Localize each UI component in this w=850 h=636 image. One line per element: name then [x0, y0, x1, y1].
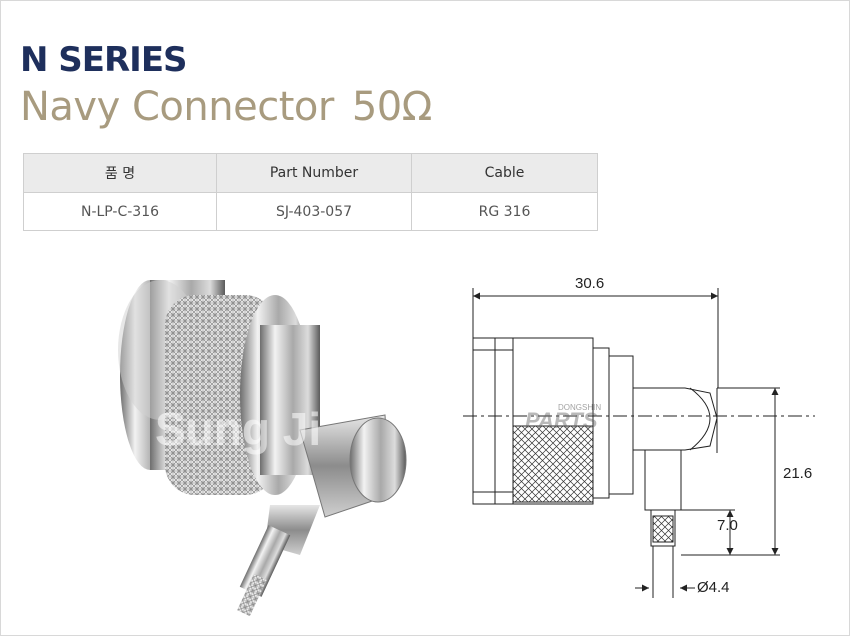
dim-height: 21.6: [783, 465, 812, 482]
connector-body: [118, 280, 407, 617]
knurl-hatch: [512, 425, 594, 503]
col-header-name: 품 명: [23, 153, 217, 193]
impedance-value: 50Ω: [351, 84, 432, 130]
product-title: Navy Connector 50Ω: [20, 84, 432, 130]
stub-hatch: [652, 515, 674, 543]
cell-cable: RG 316: [411, 192, 598, 231]
spec-table: 품 명 Part Number Cable N-LP-C-316 SJ-403-…: [23, 153, 598, 231]
col-header-cable: Cable: [411, 153, 598, 193]
series-heading: N SERIES: [20, 40, 188, 80]
dim-diameter: Ø4.4: [697, 579, 730, 596]
dim-length: 30.6: [575, 275, 604, 292]
dim-stub: 7.0: [717, 517, 738, 534]
connector-photo: Sung Ji: [118, 280, 407, 617]
cell-name: N-LP-C-316: [23, 192, 217, 231]
drawing-watermark: PARTS: [525, 408, 598, 433]
drawing-watermark-sub: DONGSHIN: [558, 403, 601, 412]
table-row: N-LP-C-316 SJ-403-057 RG 316: [23, 192, 598, 231]
product-name: Navy Connector: [20, 84, 334, 130]
drawing-outline: [463, 288, 815, 598]
table-header-row: 품 명 Part Number Cable: [23, 153, 598, 193]
technical-drawing: 30.6 21.6 7.0 Ø4.4 PARTS DONGSHIN: [463, 275, 815, 598]
cell-part-number: SJ-403-057: [216, 192, 412, 231]
col-header-part-number: Part Number: [216, 153, 412, 193]
photo-watermark: Sung Ji: [155, 403, 321, 455]
